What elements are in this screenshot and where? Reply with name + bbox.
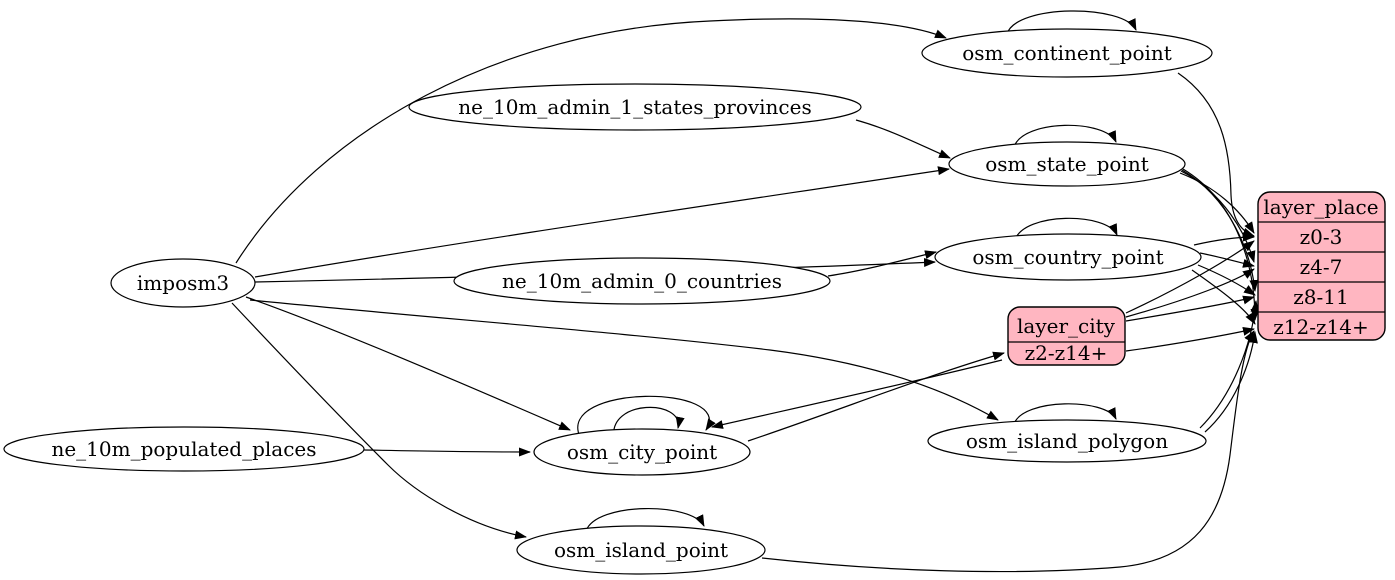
edge-osm_country_point-layer_place-z8-11 bbox=[1197, 264, 1256, 296]
node-osm_state_point: osm_state_point bbox=[948, 141, 1186, 187]
node-ne_10m_admin_1_states_provinces: ne_10m_admin_1_states_provinces bbox=[408, 83, 862, 131]
edge-osm_island_point-layer_place-z12-z14 bbox=[761, 330, 1255, 573]
node-osm_city_point-label: osm_city_point bbox=[567, 440, 717, 464]
node-osm_continent_point-shape bbox=[921, 28, 1213, 78]
record-layer_place-row-z12-z14: z12-z14+ bbox=[1273, 315, 1369, 339]
record-layer_city-title: layer_city bbox=[1017, 314, 1116, 338]
node-ne_10m_populated_places-shape bbox=[3, 426, 365, 472]
node-osm_country_point-label: osm_country_point bbox=[972, 245, 1163, 269]
record-layer_place-title: layer_place bbox=[1263, 195, 1378, 219]
node-osm_island_point: osm_island_point bbox=[516, 525, 766, 575]
record-layer_place-shape bbox=[1257, 191, 1386, 341]
record-layer_city-shape bbox=[1007, 306, 1126, 366]
node-imposm3-label: imposm3 bbox=[137, 271, 229, 295]
edge-osm_city_point-layer_city-z2-z14 bbox=[747, 351, 1005, 442]
node-osm_island_polygon-shape bbox=[927, 419, 1207, 463]
node-osm_country_point-shape bbox=[934, 233, 1202, 281]
node-imposm3: imposm3 bbox=[110, 258, 256, 308]
node-osm_city_point-shape bbox=[533, 428, 751, 476]
edge-osm_state_point-layer_place-z12-z14 bbox=[1182, 168, 1260, 321]
selfloop-osm_continent_point bbox=[1006, 10, 1137, 35]
node-ne_10m_populated_places: ne_10m_populated_places bbox=[3, 426, 365, 472]
selfloop-osm_city_point-inner bbox=[613, 406, 685, 439]
node-ne_10m_admin_0_countries: ne_10m_admin_0_countries bbox=[453, 257, 831, 305]
node-ne_10m_admin_1_states_provinces-label: ne_10m_admin_1_states_provinces bbox=[458, 95, 811, 119]
record-layer_place-row-z0-3: z0-3 bbox=[1300, 225, 1343, 249]
edge-osm_country_point-layer_place-z12-z14 bbox=[1191, 269, 1256, 325]
node-osm_city_point: osm_city_point bbox=[533, 428, 751, 476]
node-imposm3-shape bbox=[110, 258, 256, 308]
edge-ne_10m_populated_places-osm_city_point bbox=[363, 447, 531, 457]
edge-ne_10m_admin_1_states_provinces-osm_state_point bbox=[855, 119, 951, 159]
edge-imposm3-osm_island_polygon bbox=[249, 299, 999, 421]
node-ne_10m_admin_1_states_provinces-shape bbox=[408, 83, 862, 131]
node-osm_continent_point-label: osm_continent_point bbox=[962, 41, 1172, 65]
edge-imposm3-osm_state_point bbox=[254, 166, 950, 278]
edge-osm_country_point-layer_place-z4-7 bbox=[1199, 252, 1255, 268]
record-layer_city: layer_city z2-z14+ bbox=[1007, 306, 1126, 366]
node-osm_island_polygon-label: osm_island_polygon bbox=[966, 429, 1168, 453]
node-osm_island_point-shape bbox=[516, 525, 766, 575]
edge-layer bbox=[231, 10, 1260, 573]
edge-imposm3-osm_continent_point bbox=[235, 18, 947, 264]
node-osm_state_point-label: osm_state_point bbox=[985, 152, 1149, 176]
edge-osm_country_point-layer_place-z0-3 bbox=[1193, 232, 1255, 246]
edge-osm_island_polygon-layer_place-z12-z14 bbox=[1204, 331, 1258, 433]
edge-ne_10m_admin_0_countries-osm_country_point bbox=[827, 250, 937, 277]
record-layer_place: layer_place z0-3 z4-7 z8-11 z12-z14+ bbox=[1257, 191, 1386, 341]
edge-layer_city-layer_place-z12-z14 bbox=[1125, 326, 1255, 352]
node-osm_country_point: osm_country_point bbox=[934, 233, 1202, 281]
edge-osm_state_point-layer_place-z4-7 bbox=[1180, 170, 1256, 263]
record-layer_city-row-z2-z14: z2-z14+ bbox=[1025, 341, 1108, 365]
node-osm_continent_point: osm_continent_point bbox=[921, 28, 1213, 78]
node-ne_10m_populated_places-label: ne_10m_populated_places bbox=[51, 437, 316, 461]
node-ne_10m_admin_0_countries-label: ne_10m_admin_0_countries bbox=[502, 269, 782, 293]
selfloop-osm_island_point bbox=[585, 507, 705, 532]
node-ne_10m_admin_0_countries-shape bbox=[453, 257, 831, 305]
edge-osm_state_point-layer_place-z0-3 bbox=[1179, 172, 1255, 234]
selfloop-osm_country_point bbox=[1014, 217, 1118, 241]
edge-layer_city-layer_place-z0-3 bbox=[1125, 240, 1255, 314]
edge-layer_city-layer_place-z4-7 bbox=[1125, 268, 1255, 318]
edge-imposm3-osm_city_point bbox=[245, 296, 571, 431]
edge-layer_city-layer_place-z8-11 bbox=[1125, 295, 1255, 322]
record-layer_place-row-z8-11: z8-11 bbox=[1293, 285, 1348, 309]
selfloop-osm_city_point-outer bbox=[577, 395, 716, 438]
record-layer_place-row-z4-7: z4-7 bbox=[1300, 255, 1343, 279]
edge-layer_city-osm_city_point bbox=[711, 359, 1003, 429]
selfloop-osm_state_point bbox=[1013, 124, 1117, 148]
node-osm_state_point-shape bbox=[948, 141, 1186, 187]
node-osm_island_point-label: osm_island_point bbox=[554, 538, 728, 562]
selfloop-osm_island_polygon bbox=[1013, 403, 1117, 425]
edge-osm_island_polygon-layer_place-z8-11 bbox=[1199, 300, 1260, 429]
edge-imposm3-osm_island_point bbox=[231, 302, 527, 540]
edge-osm_continent_point-layer_place-z0-3 bbox=[1177, 72, 1255, 237]
node-osm_island_polygon: osm_island_polygon bbox=[927, 419, 1207, 463]
